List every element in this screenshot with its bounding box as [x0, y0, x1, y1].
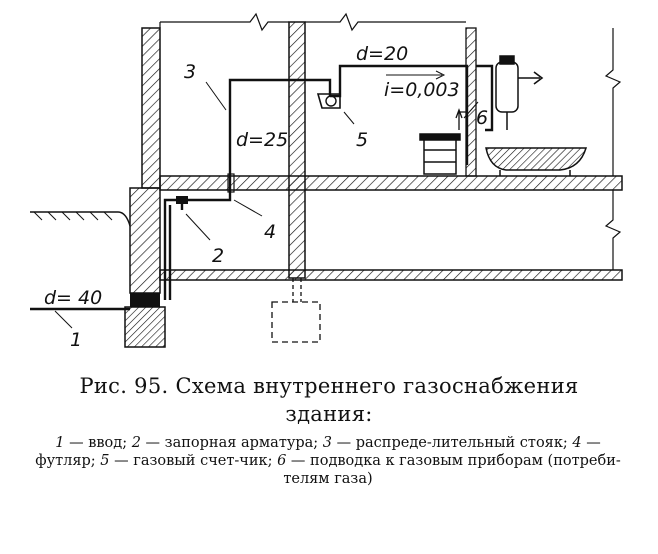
inner-wall	[288, 21, 306, 279]
label-number-5: 5	[356, 129, 368, 151]
label-number-4: 4	[264, 221, 276, 243]
legend-item: 4 — футляр;	[35, 435, 601, 469]
foundation-block	[124, 306, 166, 348]
break-lines	[159, 12, 622, 270]
pipe-sleeve	[227, 173, 235, 193]
water-heater	[495, 55, 544, 130]
caption-title-line-1: Рис. 95. Схема внутреннего газоснабжения	[79, 374, 579, 398]
legend-item: 1 — ввод;	[55, 435, 132, 451]
legend-item: 3 — распреде-лительный стояк;	[322, 435, 573, 451]
outer-wall	[129, 27, 161, 307]
label-d-riser: d=25	[236, 129, 288, 151]
shutoff-valve	[176, 196, 188, 204]
label-slope: i=0,003	[384, 79, 460, 101]
basement-slab	[159, 269, 623, 281]
slope-arrow	[386, 70, 446, 80]
label-number-3: 3	[184, 61, 196, 83]
inner-foundation-dashed	[271, 278, 321, 343]
floor-slab	[159, 175, 623, 191]
label-d-input: d= 40	[44, 287, 102, 309]
label-number-6: 6	[476, 107, 488, 129]
legend-item: 6 — подводка к газовым приборам (потреби…	[277, 453, 621, 487]
gas-stove	[419, 133, 461, 175]
legend-item: 2 — запорная арматура;	[131, 435, 323, 451]
label-number-1: 1	[70, 329, 82, 351]
gas-supply-diagram: d= 40 d=25 d=20 i=0,003 1 2 3 4 5 6	[30, 12, 623, 351]
leader-lines	[54, 81, 479, 329]
gas-pipeline	[30, 64, 494, 311]
appliance-feed-arrow	[455, 108, 466, 130]
figure-caption-title: Рис. 95. Схема внутреннего газоснабжения…	[0, 372, 658, 428]
caption-title-line-2: здания:	[285, 402, 373, 426]
figure-legend: 1 — ввод; 2 — запорная арматура; 3 — рас…	[28, 434, 628, 488]
label-number-2: 2	[212, 245, 224, 267]
ground-surface	[30, 211, 131, 227]
bathtub	[485, 147, 588, 176]
gas-meter	[316, 93, 341, 109]
legend-item: 5 — газовый счет-чик;	[100, 453, 278, 469]
label-d-top: d=20	[356, 43, 408, 65]
